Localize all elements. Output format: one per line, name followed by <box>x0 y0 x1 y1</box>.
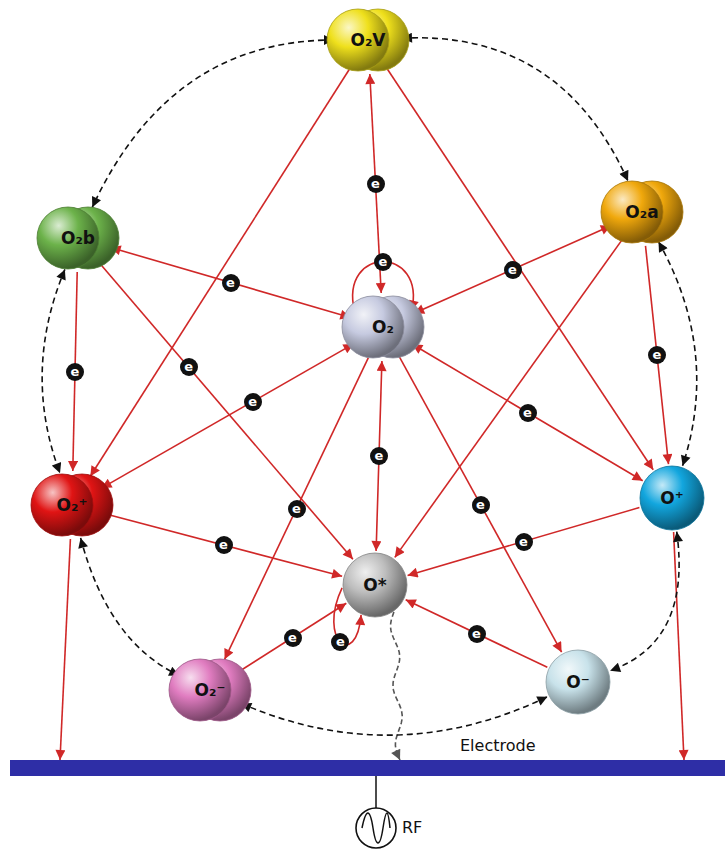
species-label: O₂V <box>350 30 385 50</box>
electron-label: e <box>244 393 262 411</box>
reaction-arrow <box>90 69 349 477</box>
front-sphere <box>601 181 663 243</box>
molecule-node: O₂⁺ <box>29 471 115 539</box>
rf-source-circle <box>356 808 396 848</box>
electron-label: e <box>180 358 198 376</box>
atom-node: O⁺ <box>638 464 706 532</box>
electron-label: e <box>288 500 306 518</box>
rf-sine <box>362 813 390 843</box>
molecule-node: O₂V <box>325 6 411 74</box>
electron-label: e <box>367 175 385 193</box>
front-sphere <box>342 296 404 358</box>
sphere <box>343 553 407 617</box>
atom-node: O* <box>341 551 409 619</box>
electron-label: e <box>472 496 490 514</box>
rf-wire <box>375 774 377 808</box>
species-label: O⁺ <box>660 488 683 508</box>
electron-label: e <box>468 625 486 643</box>
molecule-node: O₂b <box>35 204 121 272</box>
front-sphere <box>31 474 93 536</box>
electron-label: e <box>222 274 240 292</box>
electron-label: e <box>648 346 666 364</box>
electron-label: e <box>515 533 533 551</box>
transition-arrow <box>81 538 180 676</box>
electron-label: e <box>215 536 233 554</box>
transition-arrow <box>402 38 628 181</box>
atom-node: O⁻ <box>544 648 612 716</box>
sphere <box>546 650 610 714</box>
molecule-node: O₂ <box>340 293 426 361</box>
electron-label: e <box>370 447 388 465</box>
reaction-arrow <box>225 358 369 660</box>
species-label: O₂⁻ <box>195 680 226 700</box>
reaction-arrow <box>105 514 342 577</box>
transition-arrow <box>610 532 679 671</box>
electron-label: e <box>519 404 537 422</box>
electron-label: e <box>331 633 349 651</box>
reaction-arrow <box>111 248 351 318</box>
reaction-arrow <box>395 240 622 558</box>
reaction-arrow <box>414 226 611 313</box>
reaction-arrow <box>100 264 353 559</box>
reaction-arrow <box>408 508 640 576</box>
front-sphere <box>169 659 231 721</box>
electron-label: e <box>374 253 392 271</box>
sphere <box>640 466 704 530</box>
reaction-arrow <box>60 539 70 760</box>
reaction-arrow <box>646 246 669 464</box>
reaction-arrow <box>412 344 642 480</box>
front-sphere <box>327 9 389 71</box>
reaction-arrow <box>406 600 548 668</box>
transition-arrow <box>241 697 547 735</box>
molecule-node: O₂a <box>599 178 685 246</box>
transition-arrow <box>92 40 334 207</box>
electron-label: e <box>504 261 522 279</box>
electron-label: e <box>66 363 84 381</box>
front-sphere <box>37 207 99 269</box>
species-label: O₂⁺ <box>57 495 88 515</box>
species-label: O₂b <box>61 228 95 248</box>
electrode-label: Electrode <box>460 736 535 755</box>
species-label: O₂a <box>625 202 658 222</box>
species-label: O⁻ <box>566 672 589 692</box>
electrode-bar <box>10 760 725 776</box>
species-label: O* <box>363 575 386 595</box>
transition-arrow <box>391 612 403 760</box>
reaction-arrow <box>387 68 653 469</box>
reaction-arrow <box>239 603 347 671</box>
electrode: Electrode <box>10 734 725 776</box>
species-label: O₂ <box>372 317 394 337</box>
source-label: RF <box>402 818 422 837</box>
transition-arrow <box>42 269 65 473</box>
electron-label: e <box>284 629 302 647</box>
molecule-node: O₂⁻ <box>167 656 253 724</box>
